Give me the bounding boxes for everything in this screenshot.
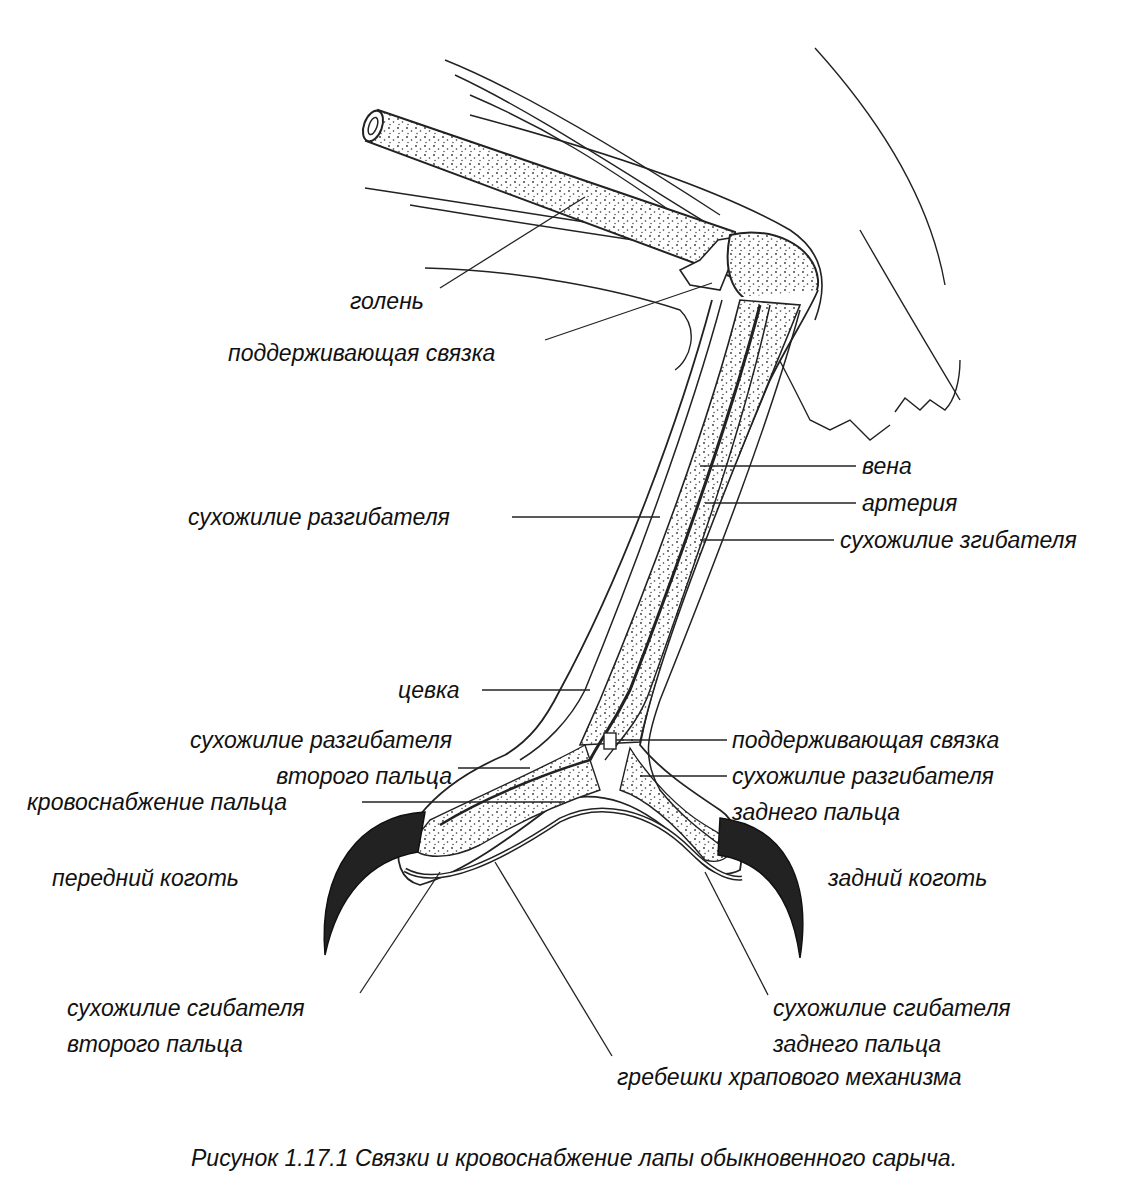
part-label: цевка bbox=[398, 672, 460, 708]
part-label: задний коготь bbox=[828, 860, 987, 896]
part-label: вена bbox=[862, 448, 912, 484]
part-label: сухожилие згибателя bbox=[840, 522, 1077, 558]
part-label: передний коготь bbox=[52, 860, 239, 896]
figure-caption: Рисунок 1.17.1 Связки и кровоснабжение л… bbox=[191, 1145, 957, 1172]
part-label: сухожилие разгибателя второго пальца bbox=[142, 722, 452, 794]
part-label: артерия bbox=[862, 485, 957, 521]
part-label: поддерживающая связка bbox=[228, 335, 495, 371]
part-label: сухожилие сгибателя второго пальца bbox=[67, 990, 377, 1062]
part-label: сухожилие разгибателя заднего пальца bbox=[732, 758, 1062, 830]
part-label: сухожилие разгибателя bbox=[188, 499, 450, 535]
part-label: кровоснабжение пальца bbox=[27, 784, 287, 820]
part-label: сухожилие сгибателя заднего пальца bbox=[773, 990, 1083, 1062]
part-label: голень bbox=[350, 283, 424, 319]
part-label: гребешки храпового механизма bbox=[617, 1059, 962, 1095]
part-label: поддерживающая связка bbox=[732, 722, 999, 758]
